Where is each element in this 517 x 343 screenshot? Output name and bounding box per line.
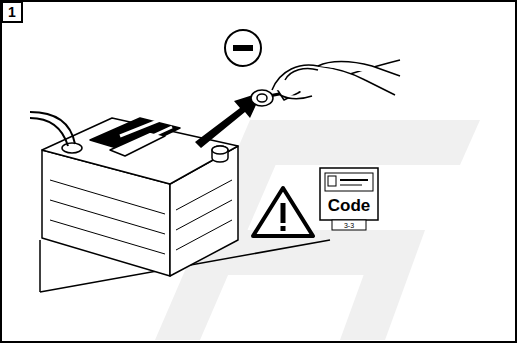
warning-symbol [253, 188, 313, 236]
negative-symbol [225, 30, 261, 66]
node-text: 1 [8, 5, 16, 19]
radio-icon [320, 168, 378, 230]
hand-with-clamp [251, 60, 400, 106]
node-text: Code [328, 197, 371, 214]
ground-line [39, 240, 41, 292]
code-label: Code [322, 192, 376, 218]
step-number-box: 1 [1, 1, 23, 23]
tab-label: 3-3 [344, 222, 354, 229]
